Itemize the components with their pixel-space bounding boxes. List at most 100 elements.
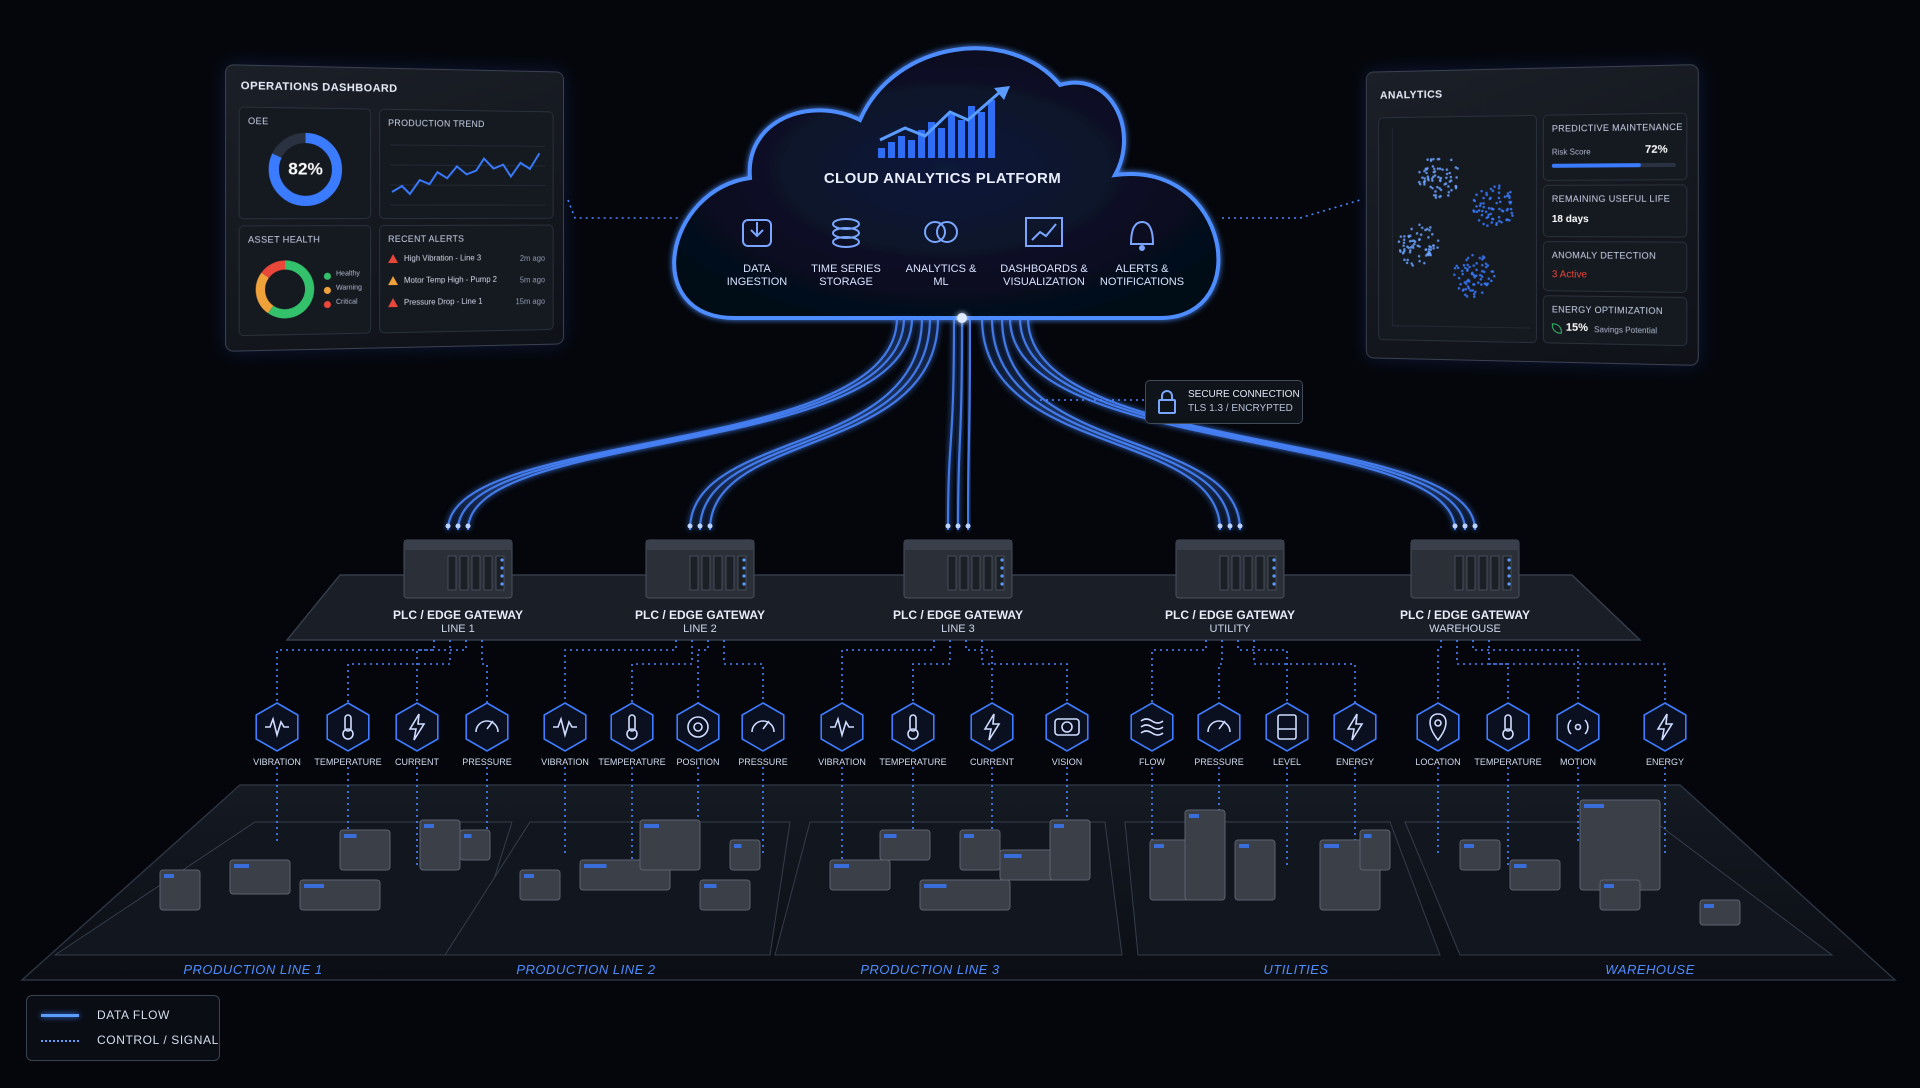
cloud-bar xyxy=(908,140,915,158)
machine xyxy=(1184,809,1226,901)
scatter-point xyxy=(1478,273,1482,277)
scatter-point xyxy=(1397,240,1401,243)
gateway-subtitle: WAREHOUSE xyxy=(1429,623,1501,635)
machine xyxy=(1599,879,1641,911)
machine xyxy=(299,879,381,911)
scatter-point xyxy=(1477,219,1481,222)
analytics-title: ANALYTICS xyxy=(1379,88,1443,102)
legend-dot xyxy=(323,272,331,280)
scatter-point xyxy=(1432,170,1435,174)
plc-gateway-device xyxy=(903,539,1013,599)
signal-line xyxy=(1237,640,1288,703)
sensor-label: LOCATION xyxy=(1415,757,1461,767)
signal-line xyxy=(1488,640,1666,703)
anomaly-detection-value: 3 Active xyxy=(1551,269,1587,281)
scatter-point xyxy=(1436,167,1440,170)
scatter-point xyxy=(1466,263,1469,267)
cloud-trend-arrow xyxy=(994,86,1010,100)
flow-node xyxy=(945,523,951,529)
scatter-point xyxy=(1417,180,1421,184)
scatter-point xyxy=(1497,186,1501,190)
scatter-point xyxy=(1438,186,1441,190)
scatter-point xyxy=(1497,215,1501,219)
signal-line xyxy=(276,640,435,703)
scatter-point xyxy=(1418,223,1421,227)
machine xyxy=(699,879,751,911)
risk-score-label: Risk Score xyxy=(1551,147,1591,157)
scatter-point xyxy=(1398,249,1402,252)
zone-label: WAREHOUSE xyxy=(1605,962,1695,977)
machine xyxy=(639,819,701,871)
data-flow-line xyxy=(708,317,940,531)
energy-optimization-value: 15% xyxy=(1565,321,1589,335)
scatter-point xyxy=(1408,239,1412,243)
flow-node xyxy=(1452,523,1458,529)
scatter-point xyxy=(1427,248,1431,251)
scatter-point xyxy=(1457,276,1461,280)
signal-line xyxy=(1456,640,1509,703)
alert-text: High Vibration - Line 3 xyxy=(403,253,482,263)
flow-node xyxy=(687,523,693,529)
scatter-point xyxy=(1495,201,1498,205)
secure-connection-badge: SECURE CONNECTION TLS 1.3 / ENCRYPTED xyxy=(1145,380,1303,424)
signal-line xyxy=(697,640,709,703)
scatter-point xyxy=(1484,265,1488,269)
machine xyxy=(1579,799,1661,891)
flow-icon xyxy=(1130,702,1174,752)
plc-gateway-device xyxy=(1175,539,1285,599)
secure-connection-subtitle: TLS 1.3 / ENCRYPTED xyxy=(1188,403,1293,414)
scatter-point xyxy=(1454,186,1458,190)
production-trend-sparkline xyxy=(380,110,553,218)
scatter-point xyxy=(1424,248,1428,251)
flow-node xyxy=(1462,523,1468,529)
scatter-point xyxy=(1448,171,1452,175)
scatter-point xyxy=(1415,232,1419,235)
plc-gateway-device xyxy=(403,539,513,599)
machine xyxy=(1359,829,1391,871)
scatter-point xyxy=(1441,168,1444,171)
scatter-point xyxy=(1447,194,1450,197)
scatter-point xyxy=(1480,213,1484,217)
scatter-point xyxy=(1490,279,1493,283)
machine xyxy=(959,829,1001,871)
scatter-point xyxy=(1445,172,1449,176)
cloud-bar xyxy=(898,136,905,158)
scatter-point xyxy=(1402,244,1405,247)
machine xyxy=(1699,899,1741,926)
scatter-point xyxy=(1482,205,1486,209)
scatter-point xyxy=(1432,247,1435,250)
legend-control-signal: CONTROL / SIGNAL xyxy=(97,1033,219,1047)
scatter-point xyxy=(1490,207,1493,210)
signal-line xyxy=(347,640,451,703)
flow-node xyxy=(1217,523,1223,529)
scatter-point xyxy=(1432,157,1435,161)
sensor-label: CURRENT xyxy=(970,757,1014,767)
sensor-label: VIBRATION xyxy=(253,757,301,767)
warning-icon xyxy=(388,298,399,308)
data-flow-line xyxy=(466,317,914,531)
signal-line xyxy=(481,640,488,703)
scatter-point xyxy=(1486,215,1490,219)
flow-node xyxy=(445,523,451,529)
sensor-label: PRESSURE xyxy=(738,757,788,767)
sensor-label: LEVEL xyxy=(1272,757,1302,767)
machine xyxy=(519,869,561,901)
scatter-point xyxy=(1482,196,1485,200)
cloud-bar xyxy=(958,120,965,158)
download-icon xyxy=(742,219,772,247)
scatter-point xyxy=(1447,185,1450,188)
scatter-point xyxy=(1482,270,1486,274)
database-icon xyxy=(832,218,860,248)
scatter-point xyxy=(1427,236,1430,239)
operations-dashboard-panel: OPERATIONS DASHBOARD OEE 82% PRODUCTION … xyxy=(225,64,564,352)
scatter-point xyxy=(1465,258,1468,262)
cloud-bar xyxy=(878,148,885,158)
scatter-point xyxy=(1411,239,1414,243)
scatter-point xyxy=(1403,235,1406,238)
scatter-point xyxy=(1463,293,1467,297)
signal-line xyxy=(723,640,764,703)
flow-node xyxy=(455,523,461,529)
